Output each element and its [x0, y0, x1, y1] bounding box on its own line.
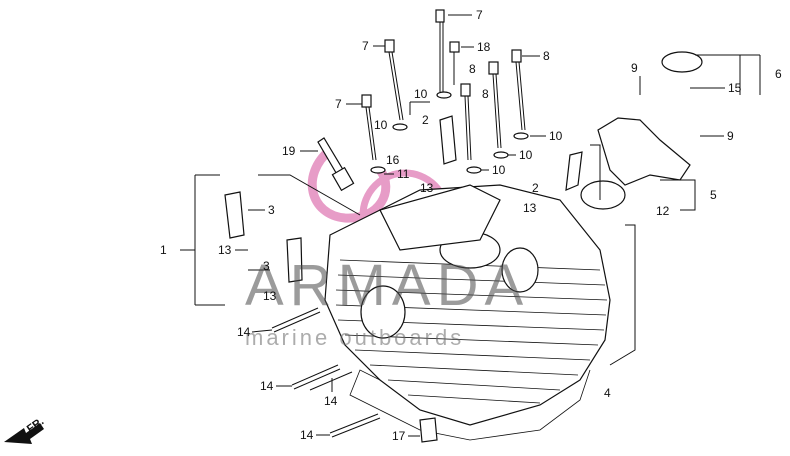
callout-4: 4: [604, 386, 611, 400]
callout-17: 17: [392, 429, 406, 443]
leader-lines: [180, 54, 761, 366]
callout-19: 19: [282, 144, 296, 158]
callout-10b: 10: [374, 118, 388, 132]
callout-16: 16: [386, 153, 400, 167]
bolts: [361, 9, 526, 161]
callout-14c: 14: [324, 394, 338, 408]
callout-12: 12: [656, 204, 670, 218]
callout-13d: 13: [263, 289, 277, 303]
callout-11: 11: [397, 167, 410, 181]
callout-10a: 10: [414, 87, 428, 101]
watermark-tagline: marine outboards: [245, 325, 464, 350]
callout-9b: 9: [727, 129, 734, 143]
washers: [370, 91, 529, 174]
callout-13b: 13: [523, 201, 537, 215]
callout-7b: 7: [362, 39, 369, 53]
callout-14a: 14: [237, 325, 251, 339]
intake-pipe: [580, 51, 703, 210]
callout-9a: 9: [631, 61, 638, 75]
callout-14b: 14: [260, 379, 274, 393]
callout-5: 5: [710, 188, 717, 202]
callout-2b: 2: [532, 181, 539, 195]
callout-8c: 8: [482, 87, 489, 101]
callout-10d: 10: [519, 148, 533, 162]
callout-7a: 7: [476, 8, 483, 22]
callout-13c: 13: [218, 243, 232, 257]
callout-13a: 13: [420, 181, 434, 195]
front-direction-arrow: [4, 423, 44, 444]
callout-3b: 3: [263, 259, 270, 273]
callout-dashes: [235, 14, 725, 437]
callout-7c: 7: [335, 97, 342, 111]
studs-and-collar: [271, 307, 438, 443]
callout-14d: 14: [300, 428, 314, 442]
watermark-brand: ARMADA: [245, 253, 529, 318]
callout-8b: 8: [469, 62, 476, 76]
callout-3a: 3: [268, 203, 275, 217]
callout-8a: 8: [543, 49, 550, 63]
spark-plug: [317, 137, 355, 192]
callout-2a: 2: [422, 113, 429, 127]
callout-10c: 10: [549, 129, 563, 143]
callout-10e: 10: [492, 163, 506, 177]
callout-15: 15: [728, 81, 742, 95]
cylinder-head-body: [324, 184, 611, 441]
callout-1: 1: [160, 243, 167, 257]
callout-18: 18: [477, 40, 491, 54]
stud-bolts: [224, 115, 583, 283]
callout-6: 6: [775, 67, 782, 81]
